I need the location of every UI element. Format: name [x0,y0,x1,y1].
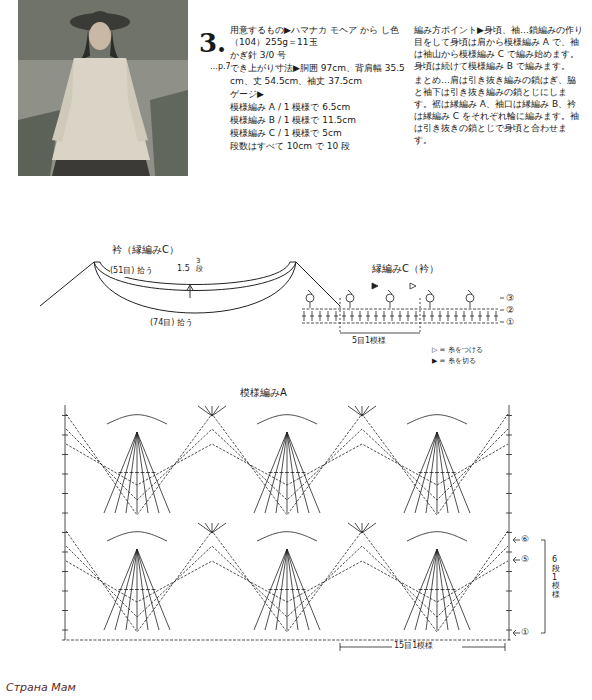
diagram-title: 模様編みA [240,386,320,400]
finishing-note: まとめ…肩は引き抜き編みの鎖はぎ、脇と袖下は引き抜き編みの鎖とじにします。裾は縁… [414,74,584,147]
gauge-note: 模様編み A / 1 模様で 6.5cm [230,101,406,113]
neckline-diagram [40,262,340,313]
hook-note: かぎ針 3/0 号 [230,49,406,61]
edging-chart [302,283,504,334]
watermark: Страна Мам [6,681,116,696]
gauge-heading: ゲージ▶ [230,88,406,100]
gauge-note: 模様編み C / 1 模様で 5cm [230,127,406,139]
symbol-key: ▷ = 糸をつける [432,346,512,355]
instructions-note: 編み方ポイント▶身頃、袖…鎖編みの作り目をして身頃は肩から模様編み A で、袖は… [414,24,584,73]
diagram-title: 衿（縁編みC） [112,243,202,257]
model-photo [18,0,188,176]
stitch-count: (74目) 拾う [150,318,220,329]
row-number: ① [521,626,535,638]
row-number: ⑥ [521,533,535,545]
row-number: ③ [506,292,520,304]
repeat-label: 15目1模様 [394,641,460,652]
size-note: でき上がり寸法▶胴囲 97cm、背肩幅 35.5cm、丈 54.5cm、袖丈 3… [230,62,406,86]
gauge-note: 段数はすべて 10cm で 10 段 [230,140,406,152]
row-number: ① [506,316,520,328]
repeat-label: 6段1模様 [552,556,560,600]
symbol-key: ▶ = 糸を切る [432,357,512,366]
diagram-title: 縁編みC（衿） [372,262,462,276]
stitch-count: (51目) 拾う [110,266,170,277]
stitch-chart [62,405,545,651]
repeat-label: 5目1模様 [352,336,412,347]
materials-note: 用意するもの▶ハマナカ モヘア から し色（104）255g＝11玉 [230,24,406,48]
dimension-label: 1.5 [177,264,191,275]
gauge-note: 模様編み B / 1 模様で 11.5cm [230,114,406,126]
row-number: ② [506,304,520,316]
row-count: 3段 [196,258,203,273]
row-number: ⑤ [521,553,535,565]
